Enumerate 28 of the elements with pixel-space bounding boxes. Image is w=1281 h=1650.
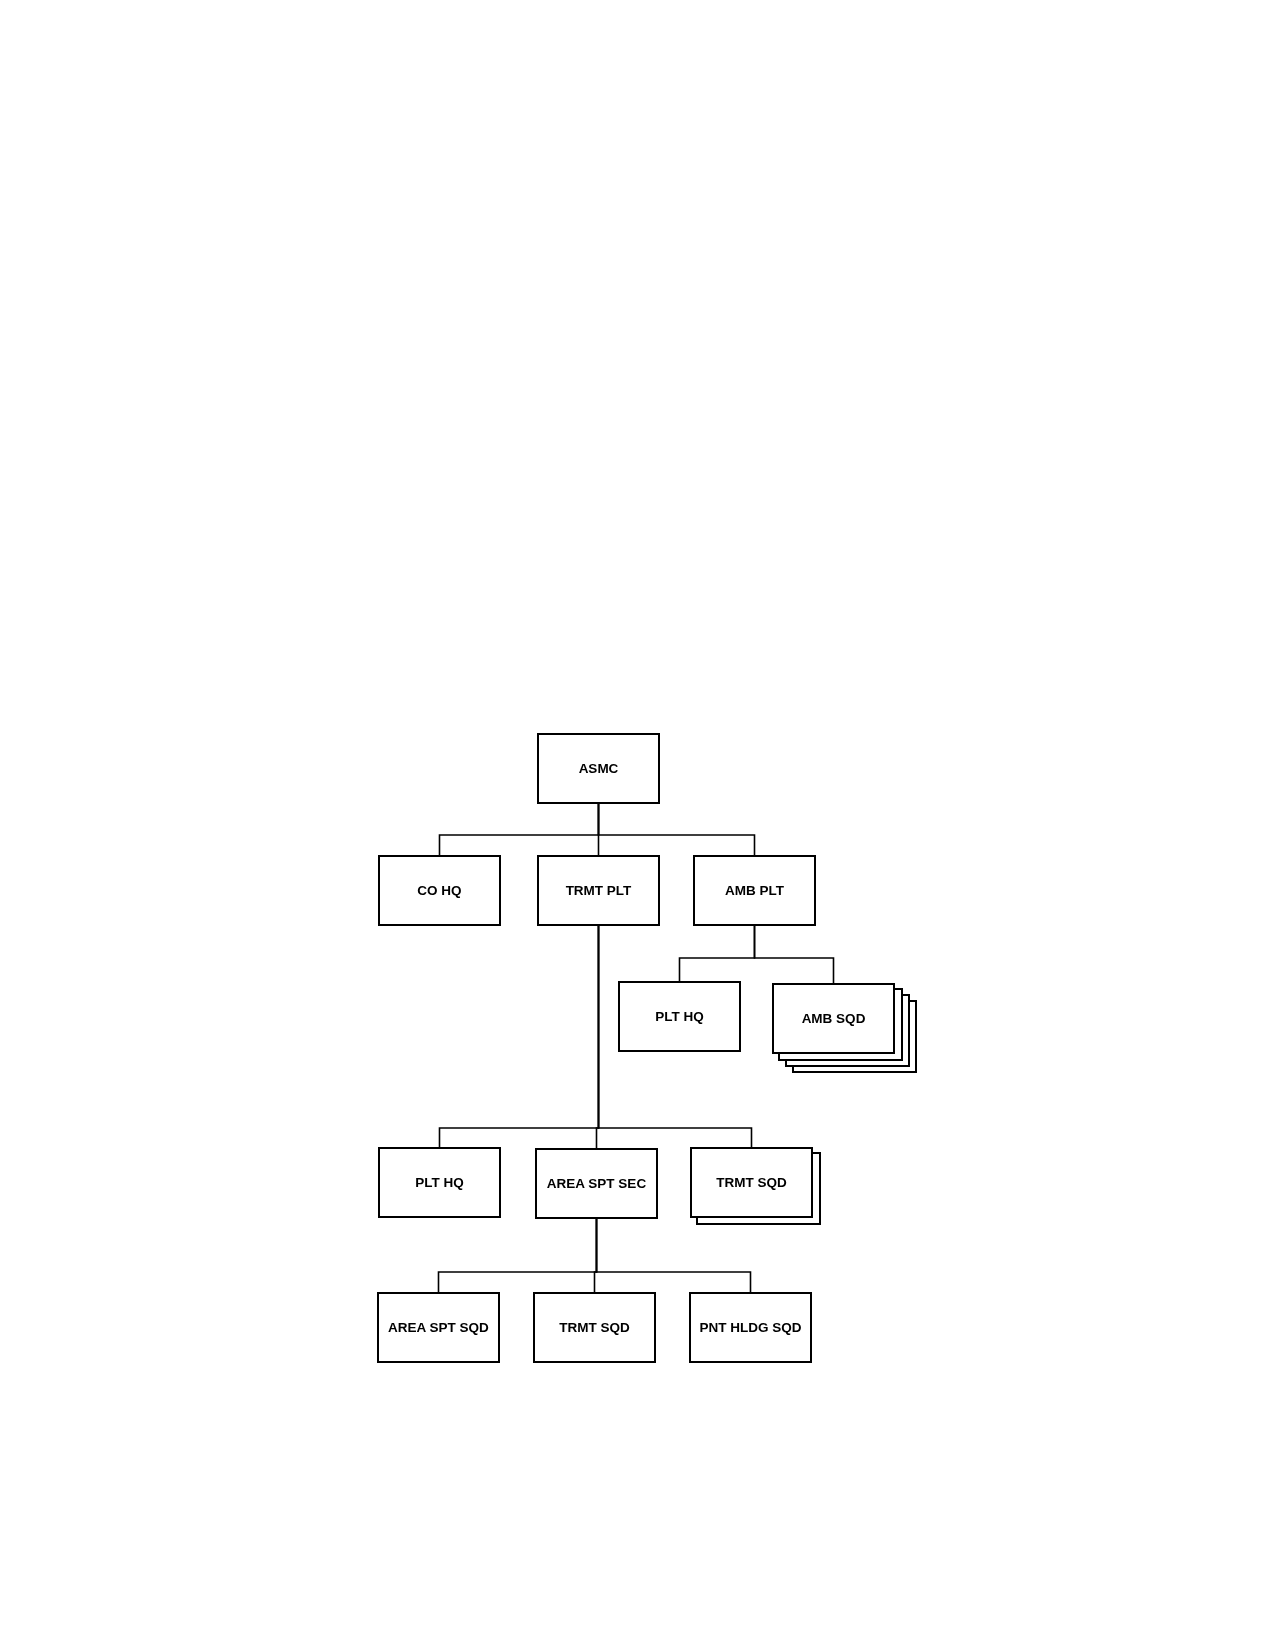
unit-box — [690, 1147, 813, 1218]
unit-box — [378, 855, 501, 926]
unit-box — [537, 855, 660, 926]
unit-box — [689, 1292, 812, 1363]
connector-line — [595, 1218, 752, 1293]
unit-label: TRMT PLT — [564, 882, 633, 899]
unit-label: CO HQ — [416, 882, 463, 899]
unit-label: TRMT SQD — [558, 1319, 631, 1336]
unit-label: AMB PLT — [724, 882, 785, 899]
unit-label: AMB SQD — [800, 1010, 867, 1027]
unit-label: PNT HLDG SQD — [698, 1319, 803, 1336]
unit-box — [772, 983, 895, 1054]
unit-box — [533, 1292, 656, 1363]
unit-label: AREA SPT SEC — [545, 1175, 648, 1192]
unit-box — [693, 855, 816, 926]
unit-label: ASMC — [577, 760, 620, 777]
unit-label: AREA SPT SQD — [387, 1319, 490, 1336]
connector-line — [597, 925, 753, 1148]
connector-line — [597, 803, 756, 856]
unit-label: PLT HQ — [414, 1174, 465, 1191]
unit-box — [377, 1292, 500, 1363]
unit-label: TRMT SQD — [715, 1174, 788, 1191]
unit-box — [618, 981, 741, 1052]
unit-box — [537, 733, 660, 804]
connector-line — [753, 925, 835, 984]
unit-box — [535, 1148, 658, 1219]
unit-box — [378, 1147, 501, 1218]
unit-label: PLT HQ — [654, 1008, 705, 1025]
